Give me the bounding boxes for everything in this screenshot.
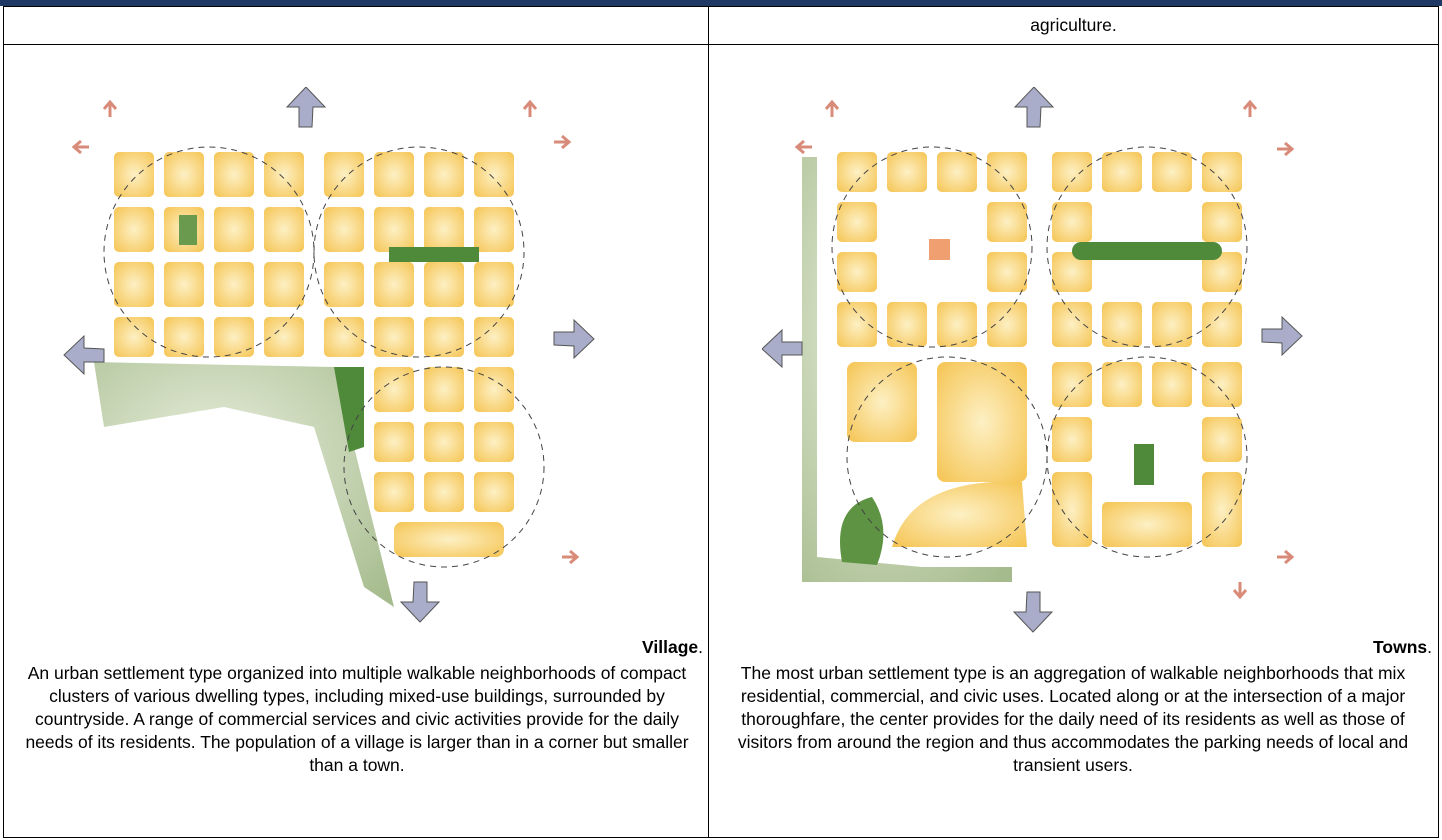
village-park (334, 367, 364, 452)
header-right-cell: agriculture. (1030, 15, 1117, 35)
settlement-table: agriculture. (3, 6, 1439, 838)
towns-park (840, 497, 884, 565)
neighborhood-circle (103, 146, 315, 358)
neighborhood-circle (1046, 146, 1248, 348)
countryside-area (94, 362, 394, 607)
neighborhood-circle (1046, 356, 1248, 558)
towns-plan-illustration (762, 87, 1303, 633)
towns-description: The most urban settlement type is an agg… (737, 663, 1409, 775)
minor-arrow-icon (1277, 549, 1295, 565)
minor-arrow-icon (554, 134, 572, 150)
towns-title-suffix: . (1427, 637, 1432, 657)
minor-arrow-icon (824, 99, 840, 117)
towns-green-strip (1072, 242, 1222, 260)
village-title: Village. (642, 637, 703, 658)
village-title-suffix: . (698, 637, 703, 657)
village-description: An urban settlement type organized into … (25, 663, 689, 775)
arrow-south-icon (1012, 591, 1054, 633)
village-civic-green (179, 215, 197, 245)
towns-civic-square (925, 235, 954, 264)
arrow-east-icon (1261, 315, 1303, 357)
row-divider (4, 44, 1438, 45)
minor-arrow-icon (71, 139, 89, 155)
neighborhood-circle (343, 366, 545, 568)
village-plan-illustration (63, 87, 595, 623)
village-title-bold: Village (642, 637, 699, 657)
arrow-south-icon (399, 581, 441, 623)
arrow-north-icon (285, 87, 327, 128)
minor-arrow-icon (522, 99, 538, 117)
towns-square-green (1130, 440, 1158, 489)
minor-arrow-icon (1277, 141, 1295, 157)
arrow-north-icon (1013, 87, 1055, 128)
village-green-strip (389, 247, 479, 262)
header-bar (0, 0, 1442, 6)
minor-arrow-icon (794, 139, 812, 155)
column-divider (708, 7, 709, 837)
arrow-east-icon (553, 318, 595, 360)
towns-blocks (837, 152, 1242, 547)
minor-arrow-icon (1232, 582, 1248, 600)
arrow-west-icon (63, 334, 105, 376)
village-blocks-lower (374, 367, 514, 557)
towns-title-bold: Towns (1373, 637, 1428, 657)
village-blocks-upper (114, 152, 514, 357)
minor-arrow-icon (102, 99, 118, 117)
minor-arrow-icon (562, 549, 580, 565)
arrow-west-icon (762, 328, 803, 369)
towns-title: Towns. (1373, 637, 1432, 658)
neighborhood-circle (831, 146, 1033, 348)
neighborhood-circle (313, 146, 525, 358)
minor-arrow-icon (1242, 99, 1258, 117)
